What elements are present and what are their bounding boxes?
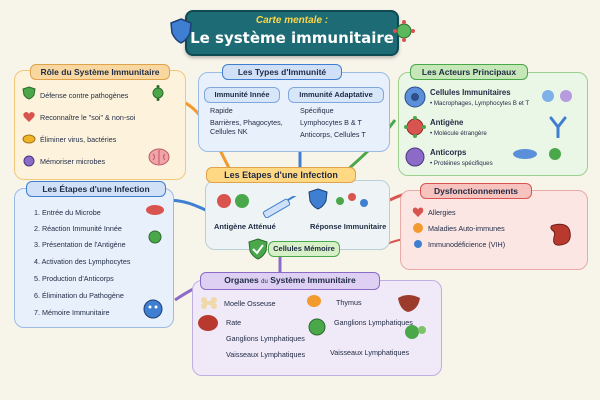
step-item: 2. Réaction Immunité Innée — [34, 224, 122, 233]
role-item: Éliminer virus, bactéries — [40, 135, 117, 144]
organ-item: Ganglions Lymphatiques — [226, 334, 305, 343]
title-banner: Carte mentale : Le système immunitaire — [185, 10, 399, 56]
actor-title: Cellules Immunitaires — [430, 88, 511, 97]
protein-icon — [510, 146, 570, 162]
types-card — [198, 72, 390, 152]
shield-check-icon — [248, 238, 268, 260]
alert-icon — [412, 222, 424, 234]
bone-icon — [200, 296, 218, 310]
thymus-icon — [306, 294, 322, 308]
bacteria-icon — [144, 203, 166, 217]
virus-icon — [214, 190, 252, 212]
dys-header: Dysfonctionnements — [420, 183, 532, 199]
actor-title: Anticorps — [430, 148, 467, 157]
organs-header-small: du — [261, 279, 268, 285]
step-item: 5. Production d'Anticorps — [34, 274, 114, 283]
innate-header: Immunité Innée — [204, 87, 280, 103]
lymph-node-icon — [306, 316, 328, 338]
actor-sub: • Protéines spécifiques — [430, 160, 493, 167]
liver-icon — [396, 292, 422, 314]
steps-header: Les Étapes d'une Infection — [26, 181, 166, 197]
lymphocyte-icon — [540, 88, 576, 104]
heart-icon — [22, 110, 36, 124]
adaptive-item: Lymphocytes B & T — [300, 118, 362, 127]
innate-item: Barrières, Phagocytes, — [210, 118, 283, 127]
organ-item: Rate — [226, 318, 242, 327]
virus-icon — [150, 85, 166, 101]
microbe-icon — [138, 298, 168, 320]
virus-icon — [393, 20, 415, 42]
heart-icon — [412, 206, 424, 218]
page-title: Le système immunitaire — [190, 29, 394, 47]
step-item: 1. Entrée du Microbe — [34, 208, 101, 217]
lymph-node-icon — [402, 322, 428, 342]
step-item: 3. Présentation de l'Antigène — [34, 240, 126, 249]
title-line1: Carte mentale : — [255, 15, 329, 26]
organ-item: Vaisseaux Lymphatiques — [330, 348, 410, 357]
dys-item: Maladies Auto-immunes — [428, 224, 505, 233]
actor-title: Antigène — [430, 118, 464, 127]
shield-icon — [22, 86, 36, 100]
bacteria-icon — [22, 132, 36, 146]
role-item: Mémoriser microbes — [40, 157, 106, 166]
innate-item: Rapide — [210, 106, 233, 115]
kidney-icon — [546, 222, 576, 248]
organs-header-rest: Système Immunitaire — [270, 275, 356, 285]
innate-item: Cellules NK — [210, 127, 248, 136]
virus-icon — [22, 154, 36, 168]
adaptive-item: Spécifique — [300, 106, 334, 115]
step-item: 6. Élimination du Pathogène — [34, 291, 124, 300]
actor-sub: • Macrophages, Lymphocytes B et T — [430, 100, 530, 107]
molecules-icon — [334, 192, 374, 210]
role-item: Défense contre pathogènes — [40, 91, 129, 100]
organ-item: Moelle Osseuse — [224, 299, 276, 308]
organ-item: Vaisseaux Lymphatiques — [226, 350, 306, 359]
organs-header: Organes du Système Immunitaire — [200, 272, 380, 290]
memory-badge: Cellules Mémoire — [268, 241, 340, 257]
center-header: Les Etapes d'une Infection — [206, 167, 356, 183]
response-label: Réponse Immunitaire — [310, 222, 387, 231]
organs-header-main: Organes — [224, 275, 259, 285]
adaptive-item: Anticorps, Cellules T — [300, 130, 366, 139]
syringe-icon — [258, 196, 300, 218]
step-item: 7. Mémoire Immunitaire — [34, 308, 110, 317]
dys-item: Immunodéficience (VIH) — [428, 240, 506, 249]
virus-icon — [146, 228, 164, 246]
organ-item: Thymus — [336, 298, 362, 307]
spleen-icon — [196, 312, 220, 334]
brain-icon — [148, 148, 170, 166]
actor-sub: • Molécule étrangère — [430, 130, 487, 137]
cell-icon — [404, 86, 426, 108]
dys-item: Allergies — [428, 208, 456, 217]
adaptive-header: Immunité Adaptative — [288, 87, 384, 103]
antibody-icon — [404, 146, 426, 168]
types-header: Les Types d'Immunité — [222, 64, 342, 80]
shield-icon — [170, 18, 192, 44]
step-item: 4. Activation des Lymphocytes — [34, 257, 131, 266]
antibody-icon — [548, 116, 568, 138]
shield-icon — [308, 188, 328, 210]
role-item: Reconnaître le "soi" & non-soi — [40, 113, 136, 122]
antigen-label: Antigène Atténué — [214, 222, 276, 231]
actors-header: Les Acteurs Principaux — [410, 64, 528, 80]
role-header: Rôle du Système Immunitaire — [30, 64, 170, 80]
antigen-icon — [404, 116, 426, 138]
dot-icon — [412, 238, 424, 250]
organ-item: Ganglions Lymphatiques — [334, 318, 413, 327]
